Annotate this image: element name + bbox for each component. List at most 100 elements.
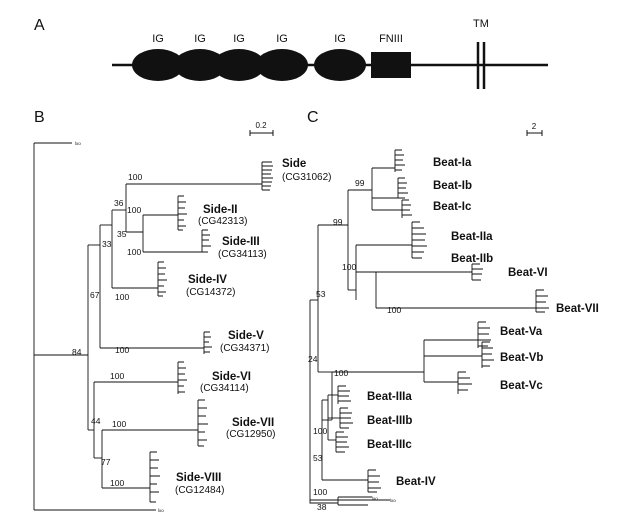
- leaf-fan-beat-va: [477, 321, 491, 348]
- ig-label-2: IG: [194, 33, 206, 45]
- bootstrap-b-7: 67: [90, 290, 100, 300]
- bootstrap-b-8: 100: [115, 292, 129, 302]
- leaf-fan-beat-vb: [481, 341, 494, 368]
- bootstrap-c-9: 53: [313, 453, 323, 463]
- fniii-label: FNIII: [379, 33, 403, 45]
- bootstrap-b-10: 84: [72, 347, 82, 357]
- cg-label-side: (CG31062): [282, 172, 331, 183]
- outgroup-label-c-1: lxo: [372, 496, 378, 501]
- bootstrap-b-5: 100: [127, 247, 141, 257]
- tm-label: TM: [473, 18, 489, 30]
- cg-label-side-iii: (CG34113): [218, 249, 267, 260]
- bootstrap-c-8: 100: [313, 426, 327, 436]
- group-label-side-v: Side-V: [228, 330, 264, 342]
- ig-label-4: IG: [276, 33, 288, 45]
- outgroup-label-c-2: lxo: [390, 498, 396, 503]
- leaf-fan-side-iv: [157, 261, 167, 297]
- group-label-beat-vi: Beat-VI: [508, 267, 548, 279]
- bootstrap-b-15: 100: [110, 478, 124, 488]
- domain-diagram: IG IG IG IG IG FNIII TM: [112, 18, 548, 89]
- bootstrap-c-11: 38: [317, 502, 327, 512]
- bootstrap-c-2: 99: [333, 217, 343, 227]
- group-label-beat-vc: Beat-Vc: [500, 380, 543, 392]
- leaf-fan-beat-ic: [401, 199, 412, 218]
- leaf-fan-beat-vc: [457, 371, 472, 394]
- leaf-fan-beat-ib: [397, 177, 408, 199]
- ig-domain-2: [174, 49, 226, 81]
- bootstrap-c-3: 100: [342, 262, 356, 272]
- bootstrap-b-9: 100: [115, 345, 129, 355]
- bootstrap-b-4: 35: [117, 229, 127, 239]
- cg-label-side-vi: (CG34114): [200, 383, 249, 394]
- bootstrap-c-4: 100: [387, 305, 401, 315]
- group-label-beat-iia: Beat-IIa: [451, 231, 493, 243]
- group-label-beat-iv: Beat-IV: [396, 476, 436, 488]
- leaf-fan-side-vii: [197, 399, 208, 447]
- ig-domain-4: [256, 49, 308, 81]
- group-label-beat-vii: Beat-VII: [556, 303, 599, 315]
- cg-label-side-viii: (CG12484): [175, 485, 224, 496]
- leaf-fan-beat-vii: [535, 289, 549, 313]
- outgroup-c-2-stem: [309, 500, 338, 504]
- leaf-fan-beat-ia: [394, 149, 405, 172]
- bootstrap-b-13: 100: [112, 419, 126, 429]
- ig-label-5: IG: [334, 33, 346, 45]
- outgroup-label-top: lxo: [75, 141, 81, 146]
- cg-label-side-ii: (CG42313): [198, 216, 247, 227]
- panel-label-c: C: [307, 109, 319, 126]
- bootstrap-b-1: 100: [128, 172, 142, 182]
- bootstrap-c-6: 24: [308, 354, 318, 364]
- leaf-fan-side-vi: [177, 361, 187, 394]
- bootstrap-b-3: 100: [127, 205, 141, 215]
- ig-label-1: IG: [152, 33, 164, 45]
- bootstrap-c-5: 53: [316, 289, 326, 299]
- group-label-side-vii: Side-VII: [232, 417, 274, 429]
- ig-domain-1: [132, 49, 184, 81]
- bootstrap-b-14: 77: [101, 457, 111, 467]
- group-label-beat-iib: Beat-IIb: [451, 253, 493, 265]
- leaf-fan-beat-vi: [471, 263, 483, 281]
- cg-label-side-v: (CG34371): [220, 343, 269, 354]
- group-label-side-vi: Side-VI: [212, 371, 251, 383]
- group-label-beat-ib: Beat-Ib: [433, 180, 472, 192]
- leaf-fan-side-viii: [149, 451, 160, 503]
- ig-domain-3: [213, 49, 265, 81]
- group-label-side: Side: [282, 158, 306, 170]
- group-label-side-ii: Side-II: [203, 204, 238, 216]
- leaf-fan-side-ii: [177, 195, 187, 231]
- tree-c: 2 lxo lxo: [308, 122, 599, 512]
- leaf-fan-side: [261, 161, 273, 191]
- outgroup-label-bottom: lxo: [158, 508, 164, 513]
- tree-b: 0.2 lxo lxo: [33, 121, 331, 513]
- leaf-fan-beat-ii: [411, 221, 427, 259]
- bootstrap-c-10: 100: [313, 487, 327, 497]
- ig-domain-5: [314, 49, 366, 81]
- outgroup-c-fork: [337, 496, 372, 506]
- scale-label-c: 2: [532, 122, 537, 131]
- group-label-side-viii: Side-VIII: [176, 472, 221, 484]
- group-label-side-iv: Side-IV: [188, 274, 227, 286]
- group-label-side-iii: Side-III: [222, 236, 260, 248]
- group-label-beat-va: Beat-Va: [500, 326, 543, 338]
- group-label-beat-iiib: Beat-IIIb: [367, 415, 412, 427]
- scale-label-b: 0.2: [255, 121, 267, 130]
- leaf-fan-beat-iv: [367, 469, 381, 493]
- leaf-fan-beat-iiia: [337, 385, 351, 404]
- group-label-beat-vb: Beat-Vb: [500, 352, 543, 364]
- group-label-beat-ic: Beat-Ic: [433, 201, 472, 213]
- group-label-beat-ia: Beat-Ia: [433, 157, 472, 169]
- cg-label-side-iv: (CG14372): [186, 287, 235, 298]
- ig-label-3: IG: [233, 33, 245, 45]
- fniii-domain: [371, 52, 411, 78]
- bootstrap-c-1: 99: [355, 178, 365, 188]
- panel-label-a: A: [34, 17, 45, 34]
- leaf-fan-side-v: [203, 331, 212, 354]
- panel-label-b: B: [34, 109, 45, 126]
- cg-label-side-vii: (CG12950): [226, 429, 275, 440]
- group-label-beat-iiia: Beat-IIIa: [367, 391, 412, 403]
- leaf-fan-beat-iiib: [339, 407, 353, 429]
- bootstrap-c-7: 100: [334, 368, 348, 378]
- leaf-fan-beat-iiic: [335, 431, 349, 453]
- leaf-fan-side-iii: [201, 229, 211, 253]
